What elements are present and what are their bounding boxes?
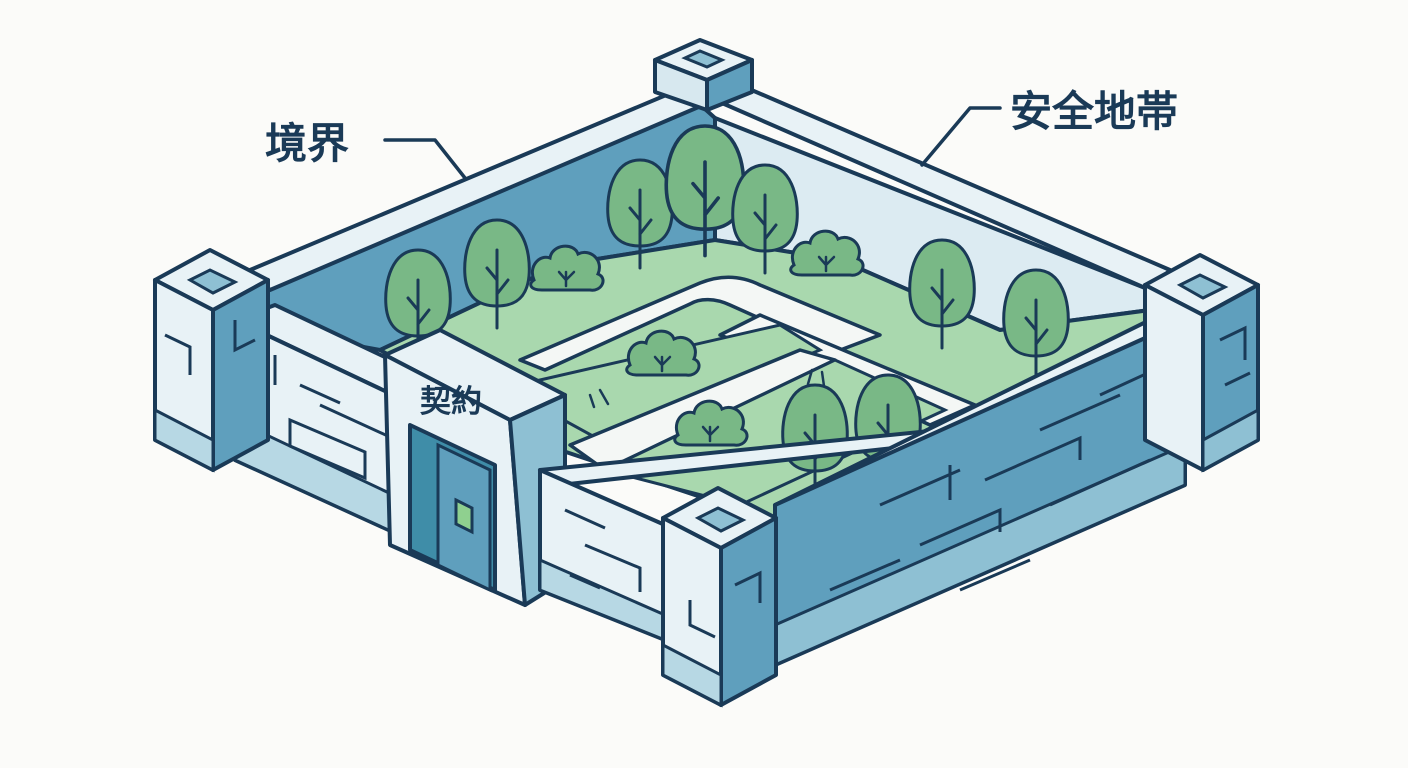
pillar-icon [155, 250, 268, 470]
safe-zone-callout: 安全地帯 [922, 87, 1178, 165]
contract-label: 契約 [420, 384, 482, 420]
pillar-icon [1145, 255, 1258, 470]
pillar-icon [663, 488, 776, 705]
safe-zone-label: 安全地帯 [1010, 87, 1178, 136]
boundary-callout: 境界 [265, 119, 465, 178]
boundary-label: 境界 [265, 119, 349, 168]
